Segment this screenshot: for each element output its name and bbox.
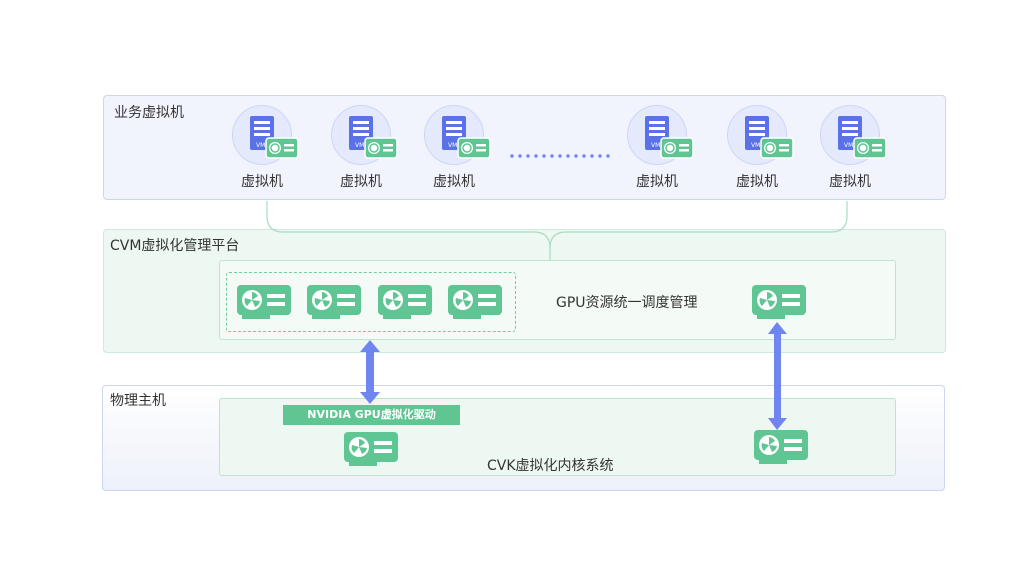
vm-item: VM 虚拟机 (321, 105, 401, 195)
vm-item: VM 虚拟机 (414, 105, 494, 195)
kernel-label: CVK虚拟化内核系统 (487, 458, 614, 474)
svg-text:VM: VM (256, 142, 265, 149)
vm-label: 虚拟机 (636, 174, 678, 190)
vm-item: VM 虚拟机 (222, 105, 302, 195)
vm-label: 虚拟机 (736, 174, 778, 190)
gpu-card-icon (237, 285, 291, 319)
gpu-card-icon (853, 137, 887, 159)
gpu-card-icon (265, 137, 299, 159)
gpu-card-icon (752, 285, 806, 319)
physical-host-title: 物理主机 (110, 393, 166, 409)
vm-item: VM 虚拟机 (617, 105, 697, 195)
vm-label: 虚拟机 (433, 174, 475, 190)
gpu-card-icon (364, 137, 398, 159)
vm-label: 虚拟机 (241, 174, 283, 190)
vm-item: VM 虚拟机 (810, 105, 890, 195)
gpu-card-icon (307, 285, 361, 319)
gpu-card-icon (448, 285, 502, 319)
vgpu-pool-box (226, 272, 516, 332)
vm-label: 虚拟机 (340, 174, 382, 190)
svg-text:VM: VM (448, 142, 457, 149)
gpu-card-icon (660, 137, 694, 159)
gpu-card-icon (378, 285, 432, 319)
svg-text:VM: VM (751, 142, 760, 149)
svg-text:VM: VM (355, 142, 364, 149)
svg-text:VM: VM (844, 142, 853, 149)
nvidia-driver-label: NVIDIA GPU虚拟化驱动 (283, 405, 460, 425)
gpu-card-icon (760, 137, 794, 159)
vm-label: 虚拟机 (829, 174, 871, 190)
cvm-platform-title: CVM虚拟化管理平台 (110, 238, 240, 254)
gpu-card-icon (457, 137, 491, 159)
business-vm-title: 业务虚拟机 (114, 105, 184, 121)
vm-item: VM 虚拟机 (717, 105, 797, 195)
gpu-scheduling-label: GPU资源统一调度管理 (556, 295, 698, 311)
svg-text:VM: VM (651, 142, 660, 149)
gpu-card-icon (344, 432, 398, 466)
gpu-card-icon (754, 430, 808, 464)
